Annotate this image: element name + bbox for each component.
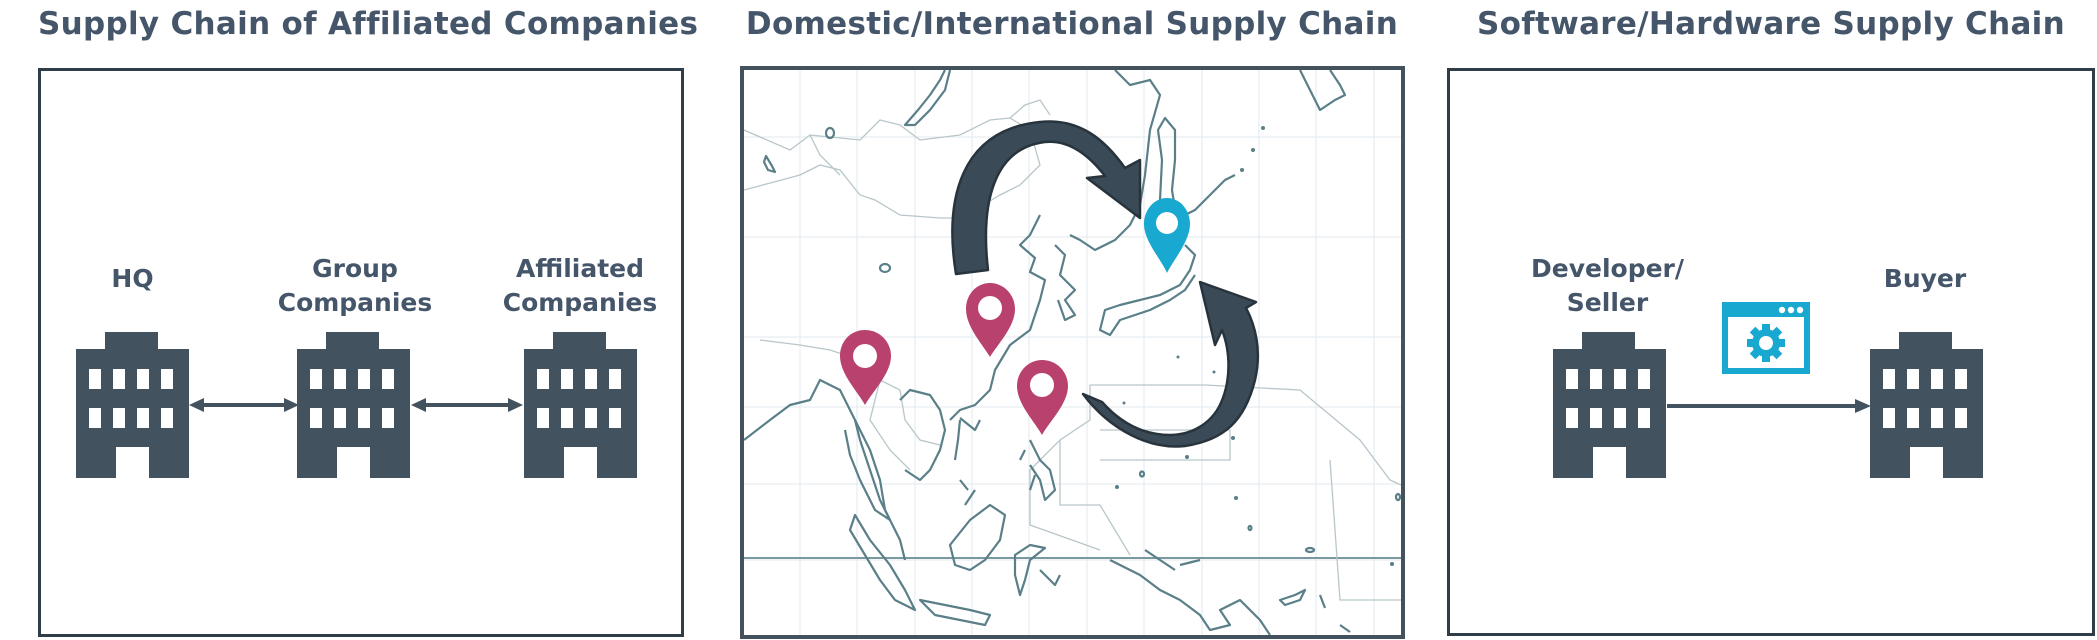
node-label-developer-seller: Developer/ Seller <box>1530 254 1684 317</box>
panel-title-software-hardware: Software/Hardware Supply Chain <box>1477 6 2065 42</box>
double-arrow-icon <box>411 398 523 412</box>
map-panel <box>740 66 1405 639</box>
panel-title-international: Domestic/International Supply Chain <box>745 6 1399 42</box>
building-icon-affiliated-companies <box>524 332 637 478</box>
pin-myanmar <box>840 330 891 405</box>
arrow-right-icon <box>1667 399 1871 413</box>
software-window-gear-icon <box>1722 302 1810 374</box>
double-arrow-icon <box>189 398 299 412</box>
pin-china <box>966 283 1015 357</box>
pin-philippines <box>1017 360 1068 435</box>
building-icon-group-companies <box>297 332 410 478</box>
panel-title-affiliated: Supply Chain of Affiliated Companies <box>38 6 699 42</box>
pin-japan <box>1144 198 1190 273</box>
curved-arrow-philippines-to-japan <box>1081 280 1260 448</box>
node-label-hq: HQ <box>111 264 154 293</box>
node-label-affiliated-companies: Affiliated Companies <box>502 254 658 317</box>
node-label-buyer: Buyer <box>1883 264 1967 293</box>
building-icon-hq <box>76 332 189 478</box>
building-icon-buyer <box>1870 332 1983 478</box>
curved-arrow-china-to-japan <box>951 120 1142 276</box>
node-label-group-companies: Group Companies <box>277 254 433 317</box>
building-icon-developer-seller <box>1553 332 1666 478</box>
asia-map <box>744 70 1401 635</box>
